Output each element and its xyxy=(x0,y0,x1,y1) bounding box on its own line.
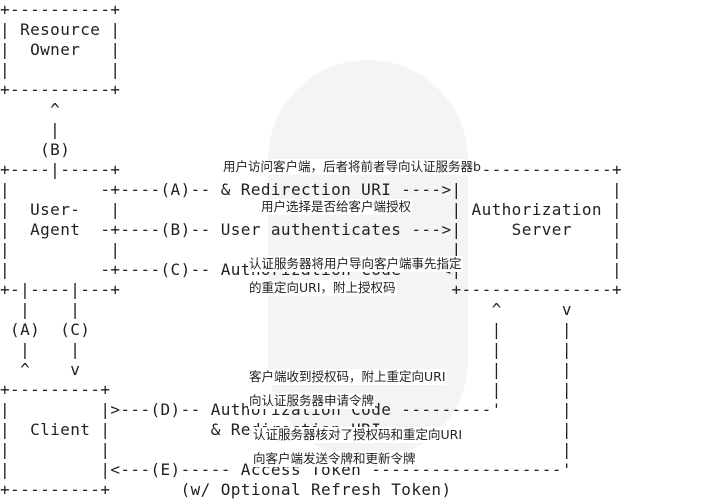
ascii-line: ^ v | | xyxy=(20,360,572,379)
ascii-line: +---------+ | | xyxy=(0,380,572,399)
annotation-step-e-line2: 向客户端发送令牌和更新令牌 xyxy=(252,451,417,467)
annotation-step-b: 用户选择是否给客户端授权 xyxy=(260,199,413,215)
ascii-line: | User- | | Authorization | xyxy=(0,200,623,219)
ascii-line: | | ^ v xyxy=(0,300,572,319)
ascii-line: +-|----|---+ +---------------+ xyxy=(0,280,623,299)
ascii-flow-diagram: +----------+ | Resource | | Owner | | | … xyxy=(0,0,623,499)
annotation-step-a: 用户访问客户端，后者将前者导向认证服务器b xyxy=(222,159,482,175)
annotation-step-c-line2: 的重定向URI，附上授权码 xyxy=(248,280,397,296)
ascii-line: | Agent -+----(B)-- User authenticates -… xyxy=(0,220,623,239)
ascii-line: | -+----(A)-- & Redirection URI ---->| | xyxy=(0,180,623,199)
ascii-line: +----------+ xyxy=(0,0,121,19)
ascii-line: | | xyxy=(0,60,121,79)
ascii-line: | | | xyxy=(0,440,572,459)
annotation-step-c-line1: 认证服务器将用户导向客户端事先指定 xyxy=(248,256,463,272)
ascii-line: +---------+ (w/ Optional Refresh Token) xyxy=(0,480,452,499)
ascii-line: | | | | xyxy=(0,240,623,259)
annotation-step-d-line1: 客户端收到授权码，附上重定向URI xyxy=(248,369,447,385)
ascii-line: | xyxy=(0,120,61,139)
ascii-line: | Owner | xyxy=(0,40,121,59)
annotation-step-d-line2: 向认证服务器申请令牌 xyxy=(248,393,376,409)
annotation-step-e-line1: 认证服务器核对了授权码和重定向URI xyxy=(252,427,464,443)
ascii-line: | | | | xyxy=(0,340,572,359)
ascii-line: (A) (C) | | xyxy=(0,320,572,339)
ascii-line: ^ xyxy=(0,100,61,119)
ascii-line: +----------+ xyxy=(0,80,121,99)
ascii-line: (B) xyxy=(0,140,71,159)
ascii-line: | Resource | xyxy=(0,20,121,39)
